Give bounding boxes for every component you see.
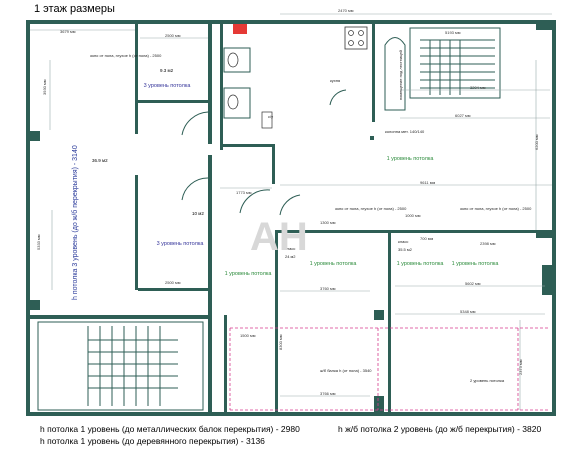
level2-label: 2 уровень потолка (470, 378, 505, 383)
kitchen-label: кухня (330, 78, 340, 83)
wall-l (30, 315, 212, 319)
dim-1000: 1000 мм (405, 213, 421, 218)
dim-5333: 5333 мм (36, 234, 41, 250)
dim-6200: 6200 мм (534, 134, 539, 150)
stairs-top (384, 27, 501, 111)
wall-bottom (26, 412, 556, 416)
dim-3679: 3679 мм (60, 29, 76, 34)
stair-room-label: помещение под лестницей (398, 50, 403, 100)
column-center (370, 136, 374, 140)
legend-line-1: h потолка 1 уровень (до металлических ба… (40, 424, 300, 434)
column-label: колонна мет. 140/140 (385, 129, 425, 134)
watermark-logo: AH (250, 215, 308, 259)
wall-a (208, 24, 212, 144)
center-room-label: 1 уровень потолка (387, 156, 435, 162)
room-mid-left-area: 10 м2 (192, 211, 204, 216)
class2-label: 1 уровень потолка (397, 261, 445, 267)
wall-g (272, 144, 275, 184)
dim-5193: 5193 мм (445, 30, 461, 35)
wall-h (372, 24, 375, 122)
class1-name: класс (285, 246, 295, 251)
room-top-left-label: 3 уровень потолка (144, 83, 192, 89)
wall-i (275, 230, 278, 415)
window-note-center: окно от пола, глухое h (от пола) - 2500 (335, 206, 407, 211)
window-note-left: окно от пола, глухое h (от пола) - 2500 (90, 53, 162, 58)
dim-3204: 3204 мм (470, 85, 486, 90)
column-2 (374, 396, 384, 412)
wall-c (135, 175, 138, 290)
class1-label: 1 уровень потолка (310, 261, 358, 267)
class2-name: класс (398, 239, 408, 244)
dim-1300: 1300 мм (320, 220, 336, 225)
wall-k (275, 230, 555, 233)
wall-left-pier (26, 131, 40, 141)
internal-walls (30, 24, 555, 415)
toilets (223, 47, 273, 129)
column-1 (374, 310, 384, 320)
window-note-right: окно от пола, глухое h (от пола) - 2500 (460, 206, 532, 211)
class2-area: 35.5 м2 (398, 247, 413, 252)
dim-9611: 9611 мм (420, 180, 435, 185)
wall-j (388, 232, 391, 415)
hall-left-area: 36.9 м2 (92, 158, 108, 163)
wall-right-pier (536, 20, 556, 30)
room-top-left-area: 9.3 м2 (160, 68, 174, 73)
dim-3766: 3766 мм (320, 391, 336, 396)
stairs-bottom-frame (37, 321, 204, 411)
kitchen-stove (344, 26, 368, 50)
dim-2500b: 2500 мм (165, 280, 181, 285)
boiler-box (233, 24, 247, 34)
wall-e (220, 24, 223, 150)
right-room-label: 1 уровень потолка (452, 261, 500, 267)
plan-title: 1 этаж размеры (34, 3, 115, 15)
wall-o (138, 100, 208, 103)
wall-left-pier-2 (26, 300, 40, 310)
dim-2500a: 2500 мм (165, 33, 181, 38)
dimension-lines (30, 13, 552, 410)
dim-5602: 5602 мм (465, 281, 481, 286)
wall-right-pier-3 (542, 265, 556, 295)
dim-700: 700 мм (420, 236, 434, 241)
dim-6027: 6027 мм (455, 113, 471, 118)
beam-label: ж/б балка h (от пола) - 3540 (320, 368, 372, 373)
dim-2470: 2470 мм (338, 8, 354, 13)
stairs-top-frame (409, 27, 501, 99)
dim-1500: 1500 мм (240, 333, 256, 338)
beam-lines (229, 327, 550, 411)
outer-walls (26, 20, 556, 416)
dim-3930: 3930 мм (42, 79, 47, 95)
wall-p (138, 288, 208, 291)
wall-left (26, 20, 30, 416)
wall-d (208, 155, 212, 315)
left-height-label: h потолка 3 уровень (до ж/б перекрытия) … (71, 145, 79, 300)
dim-2398: 2398 мм (480, 241, 496, 246)
stair-room-outline (384, 37, 406, 111)
wc-label: с/у (268, 114, 273, 119)
legend-line-2: h потолка 1 уровень (до деревянного пере… (40, 436, 265, 446)
dim-2373: 2373 мм (518, 359, 523, 375)
dim-5348: 5348 мм (460, 309, 476, 314)
wall-right (552, 20, 556, 416)
dim-1773: 1773 мм (236, 190, 252, 195)
door-swings (181, 89, 347, 216)
wall-n (224, 315, 227, 412)
corridor-label: 1 уровень потолка (225, 271, 273, 277)
wall-m (208, 315, 212, 412)
wall-f (220, 144, 275, 147)
stairs-bottom (37, 321, 204, 411)
dim-8300: 8300 мм (278, 334, 283, 350)
legend-line-3: h ж/б потолка 2 уровень (до ж/б перекрыт… (338, 424, 542, 434)
wall-b (135, 24, 138, 134)
class1-area: 24 м2 (285, 254, 296, 259)
room-mid-left-label: 3 уровень потолка (157, 241, 205, 247)
wall-right-pier-2 (536, 230, 556, 238)
dim-3760: 3760 мм (320, 286, 336, 291)
wall-top (26, 20, 556, 24)
